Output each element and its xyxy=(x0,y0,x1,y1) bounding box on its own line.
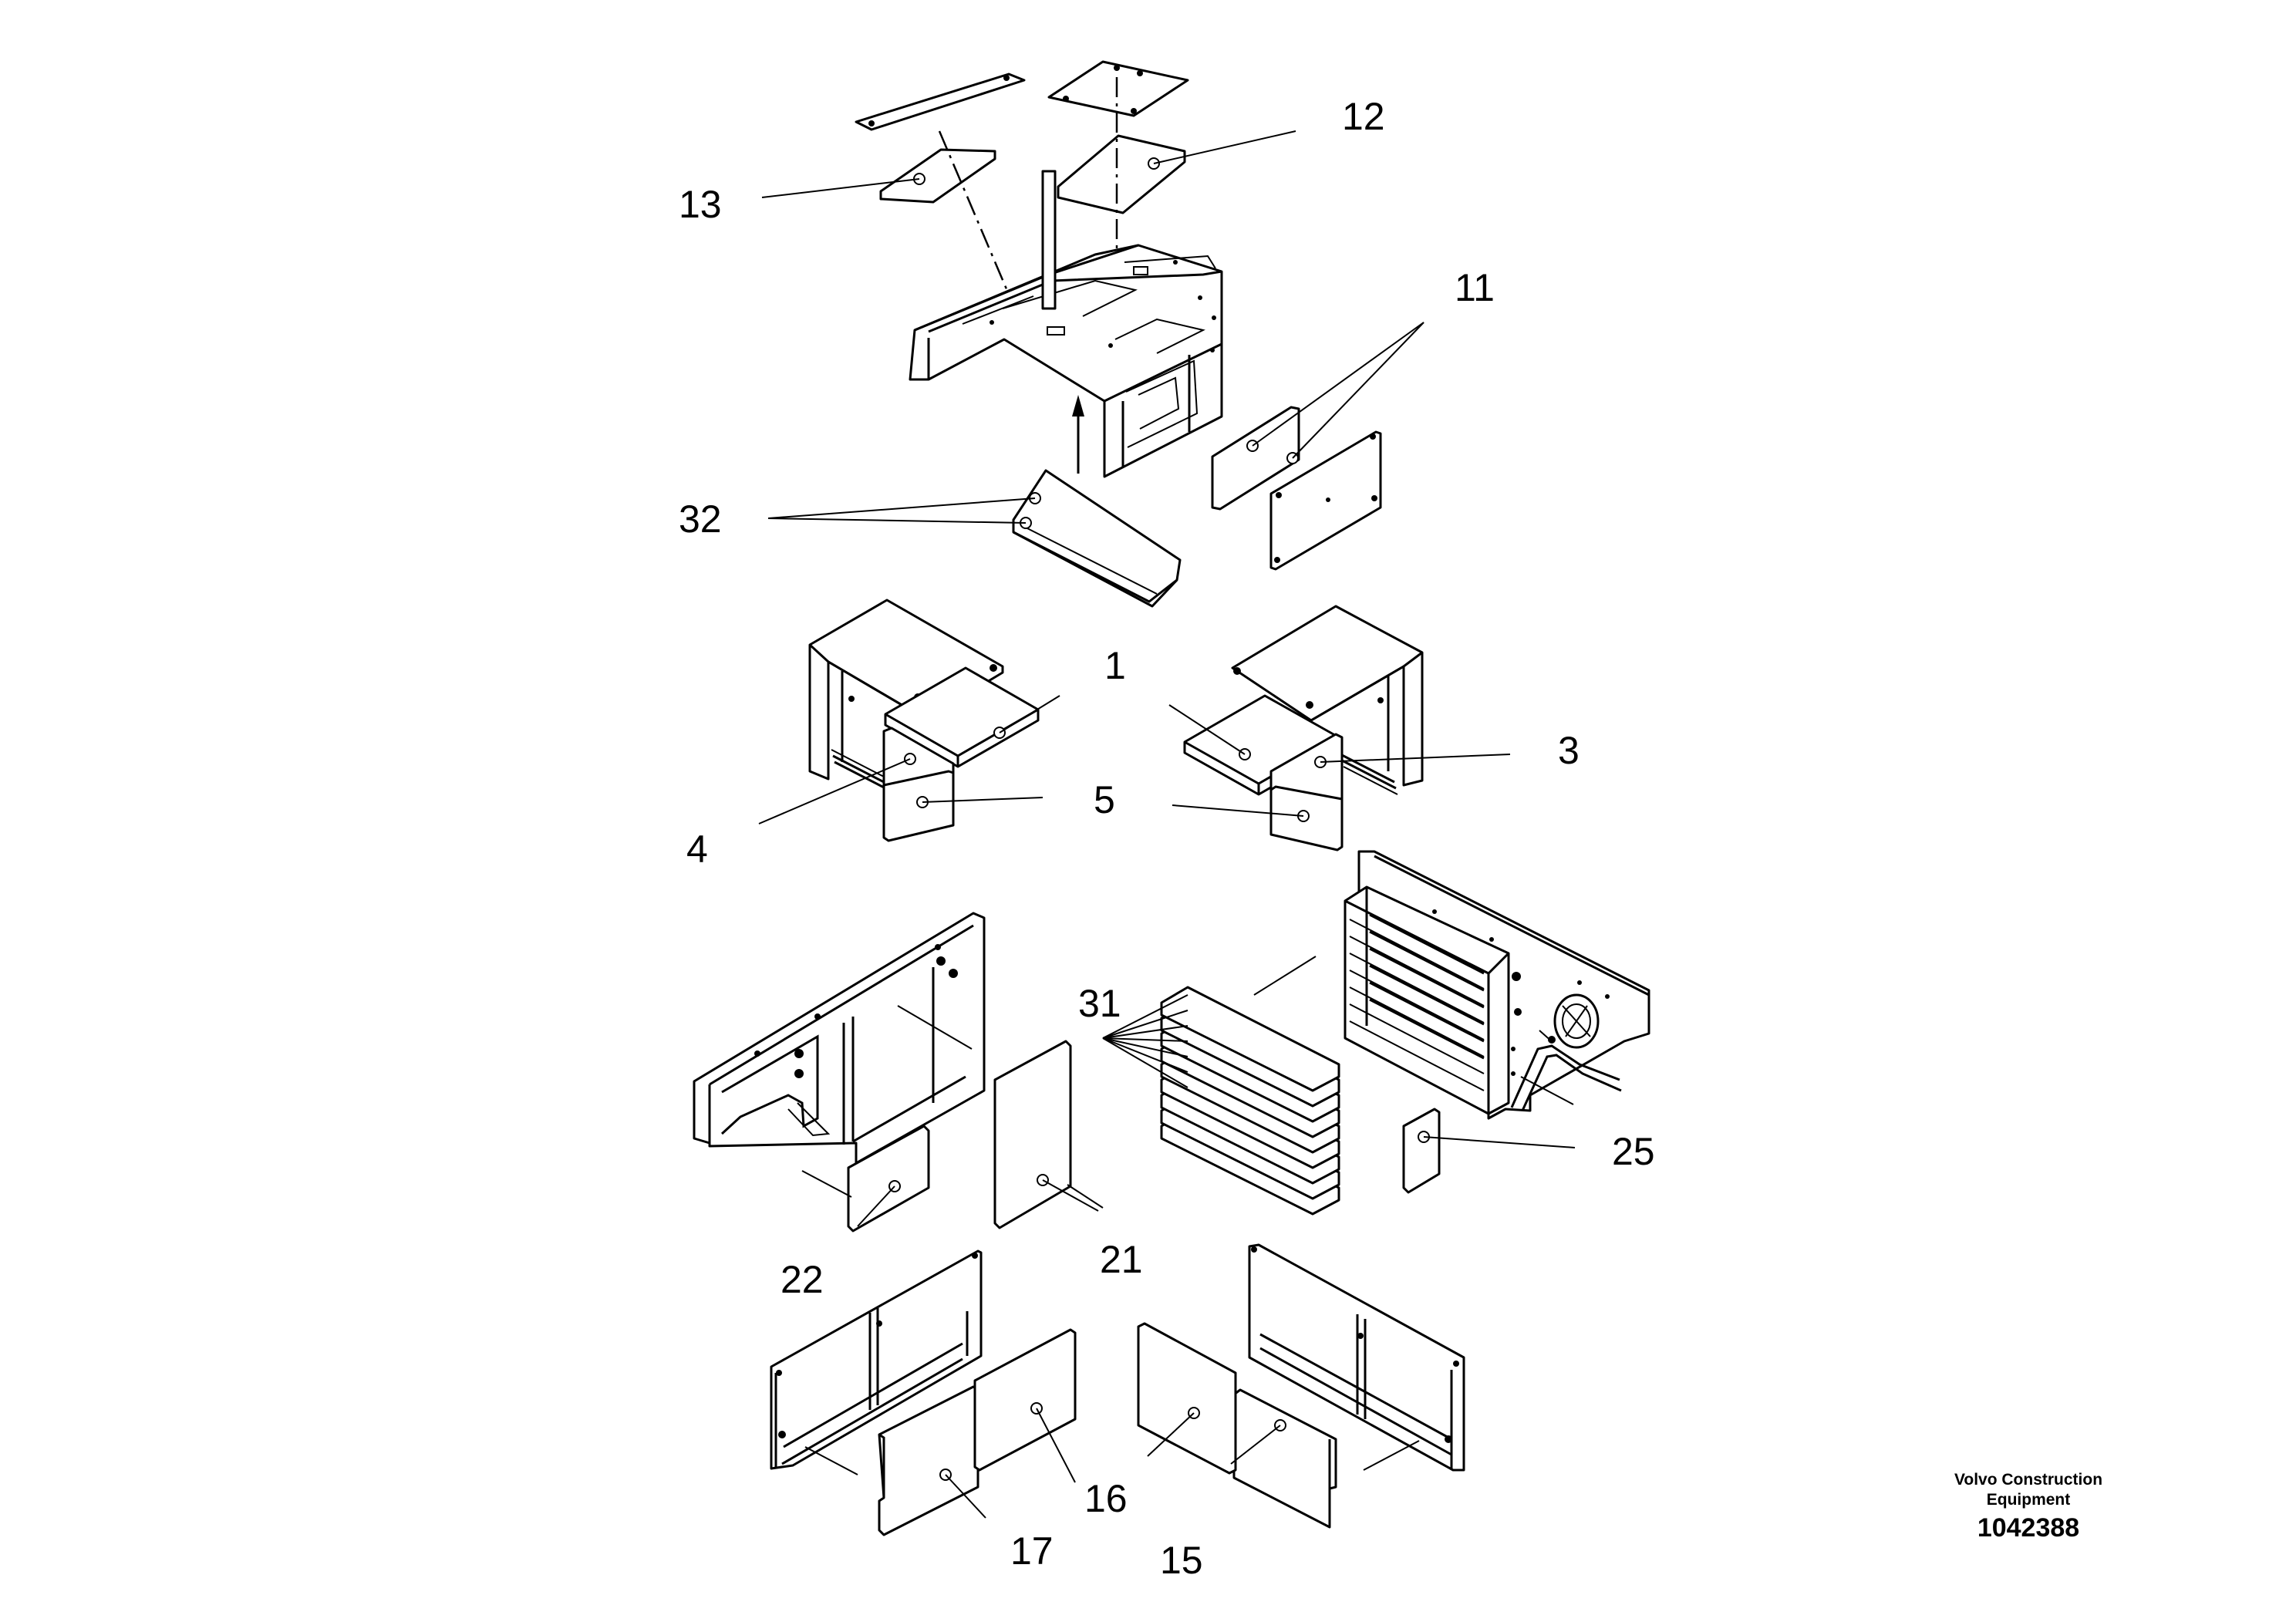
side-panel-small xyxy=(1211,406,1300,511)
callout-22: 22 xyxy=(781,1258,824,1301)
lower-panel-15 xyxy=(1232,1388,1337,1529)
callout-3: 3 xyxy=(1558,729,1580,772)
lid-panel-left xyxy=(884,666,1040,768)
lower-right-cover-assembly xyxy=(1137,1243,1465,1529)
louvre-assembly xyxy=(1160,986,1340,1216)
lower-left-cover-assembly xyxy=(770,1249,1077,1536)
top-frame-assembly xyxy=(855,60,1382,608)
left-side-frame-assembly xyxy=(808,599,1040,842)
bottom-plate-32 xyxy=(1012,469,1182,608)
side-panel-large xyxy=(1269,430,1382,571)
top-cover-plate-left xyxy=(855,73,1026,131)
right-side-frame-assembly xyxy=(1183,605,1424,851)
lower-panel-16 xyxy=(973,1328,1077,1472)
callout-16: 16 xyxy=(1084,1477,1128,1520)
left-door-assembly xyxy=(693,912,1072,1233)
document-number: 1042388 xyxy=(1977,1513,2080,1543)
insulation-mat-13 xyxy=(879,148,996,204)
callout-31: 31 xyxy=(1078,982,1121,1025)
callout-13: 13 xyxy=(679,183,722,226)
callout-25: 25 xyxy=(1612,1130,1655,1173)
leader-lines xyxy=(758,130,1576,1519)
callout-11: 11 xyxy=(1455,266,1495,309)
callout-17: 17 xyxy=(1010,1529,1054,1573)
callout-32: 32 xyxy=(679,497,722,541)
callout-15: 15 xyxy=(1160,1539,1203,1582)
lower-panel-17 xyxy=(878,1385,979,1536)
door-panel-25 xyxy=(1402,1108,1441,1194)
callout-12: 12 xyxy=(1342,95,1385,138)
callout-4: 4 xyxy=(686,828,708,871)
right-door-assembly xyxy=(1344,850,1650,1194)
company-name-line2: Equipment xyxy=(1986,1491,2071,1509)
callout-labels: 12 13 11 32 1 3 5 4 31 25 22 21 16 17 15 xyxy=(679,95,1655,1582)
top-cover-plate-right xyxy=(1047,60,1189,117)
company-name-line1: Volvo Construction xyxy=(1954,1471,2103,1489)
door-panel-21 xyxy=(993,1040,1072,1229)
fan-icon xyxy=(1553,993,1600,1049)
insulation-mat-12 xyxy=(1057,134,1186,214)
company-name: Volvo Construction Equipment xyxy=(1890,1470,2167,1510)
lower-panel-left-back xyxy=(1137,1322,1237,1475)
callout-1: 1 xyxy=(1104,644,1126,687)
frame-post xyxy=(1041,170,1057,310)
callout-21: 21 xyxy=(1100,1238,1143,1281)
callout-5: 5 xyxy=(1094,778,1115,821)
door-panel-22 xyxy=(847,1125,930,1233)
